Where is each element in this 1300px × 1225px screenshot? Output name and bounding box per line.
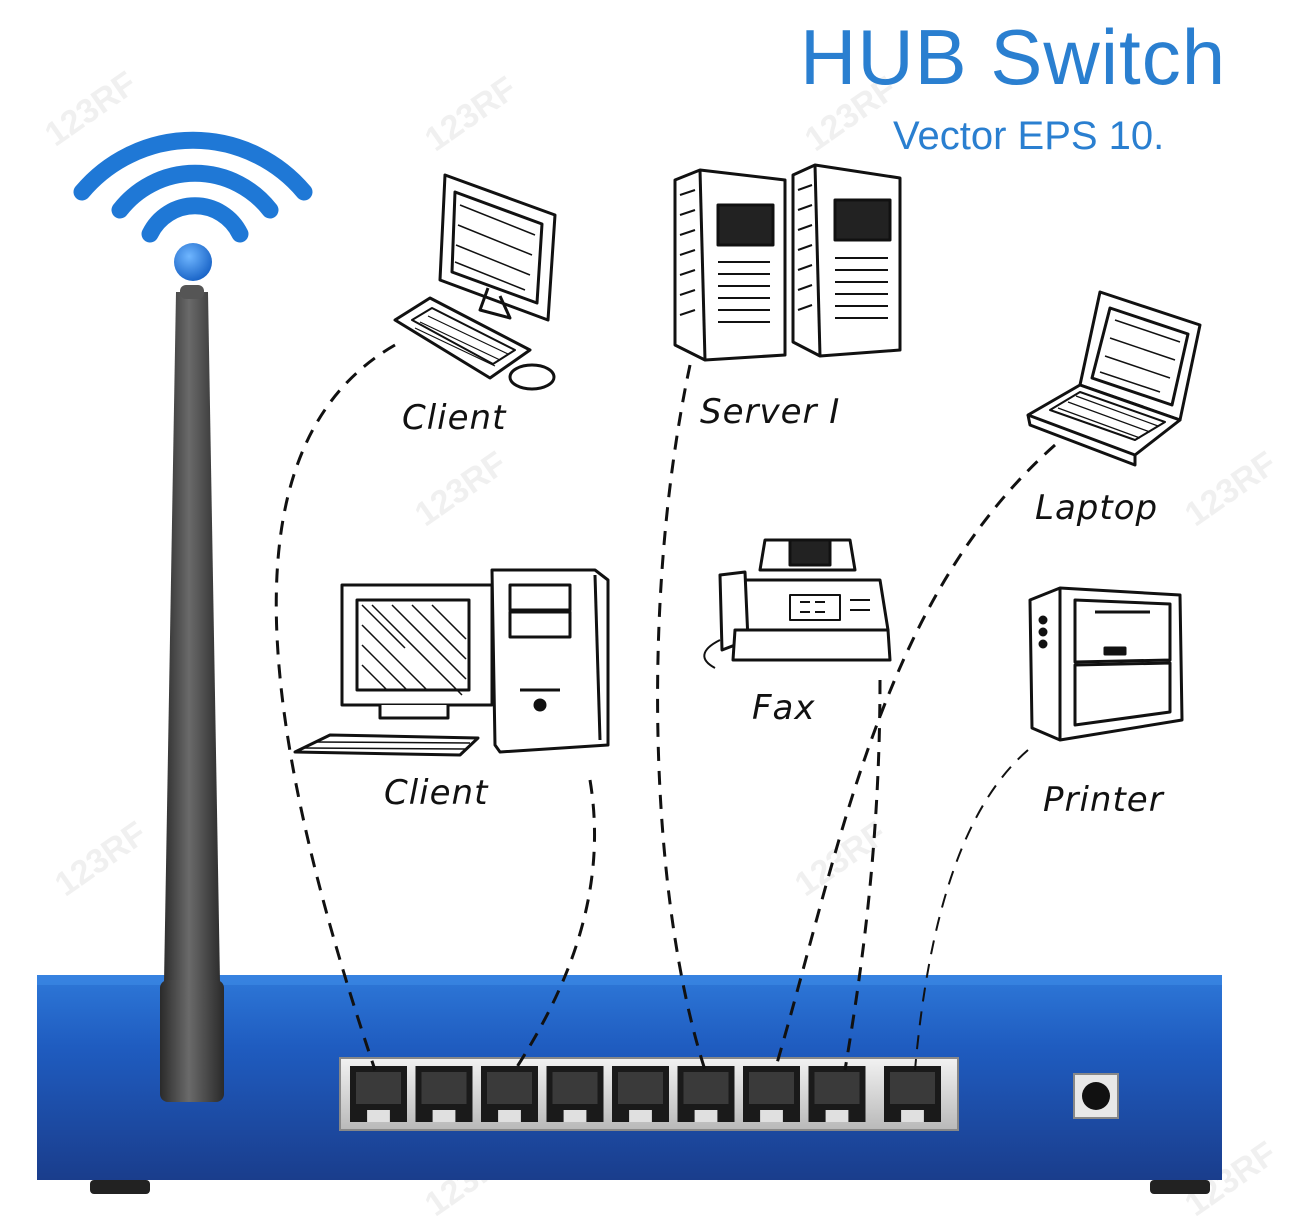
- hub-switch-body: [37, 975, 1222, 1194]
- ethernet-port: [612, 1066, 669, 1122]
- ethernet-port: [350, 1066, 407, 1122]
- desktop-tower-computer-icon: [293, 568, 610, 757]
- connection-line-client-bottom: [513, 779, 597, 1071]
- diagram-subtitle: Vector EPS 10.: [893, 114, 1165, 158]
- printer-icon: [1028, 586, 1184, 742]
- wifi-icon: [73, 131, 313, 281]
- server-icon: [673, 163, 902, 362]
- antenna: [160, 285, 224, 1102]
- ethernet-port: [808, 1066, 866, 1122]
- laptop-icon: [1026, 290, 1202, 467]
- label-server: Server I: [700, 392, 841, 432]
- connection-line-laptop: [773, 443, 1056, 1071]
- label-client-top: Client: [402, 398, 507, 438]
- ethernet-port: [481, 1066, 538, 1122]
- ethernet-port: [677, 1066, 735, 1122]
- port-panel: [339, 1057, 959, 1131]
- ethernet-port: [546, 1066, 604, 1122]
- label-fax: Fax: [752, 688, 816, 728]
- connection-line-client-top: [274, 343, 396, 1071]
- ethernet-port: [415, 1066, 473, 1122]
- connection-line-fax: [843, 679, 882, 1071]
- ethernet-port: [884, 1066, 941, 1122]
- diagram-title: HUB Switch: [800, 13, 1227, 101]
- desktop-computer-icon: [393, 173, 557, 391]
- label-laptop: Laptop: [1035, 488, 1159, 528]
- label-printer: Printer: [1043, 780, 1164, 820]
- connection-lines: [274, 343, 1056, 1071]
- label-client-bottom: Client: [384, 773, 489, 813]
- connection-line-server: [656, 364, 707, 1071]
- connection-line-printer: [914, 749, 1029, 1071]
- fax-machine-icon: [703, 538, 892, 669]
- ethernet-port: [743, 1066, 800, 1122]
